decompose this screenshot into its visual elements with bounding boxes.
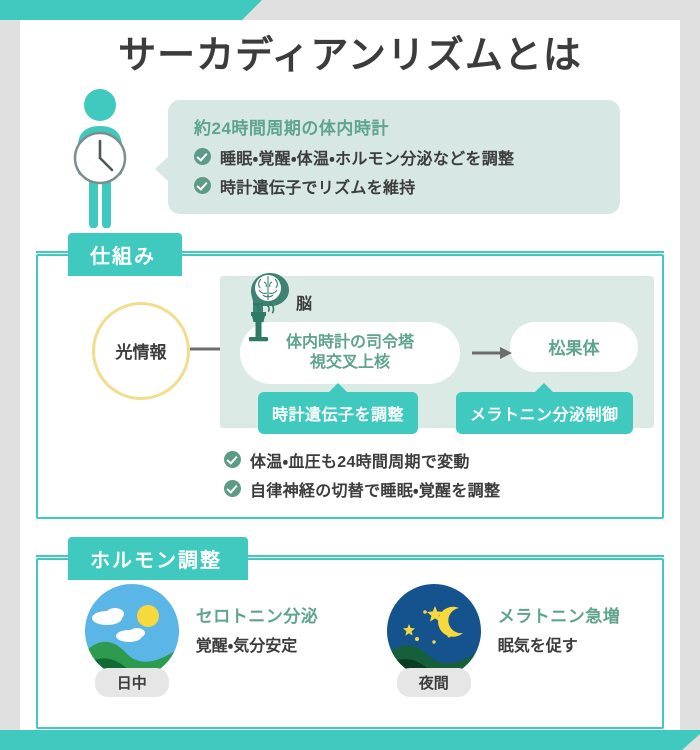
bottom-decorative-band <box>0 730 700 750</box>
day-title: セロトニン分泌 <box>195 606 319 626</box>
night-badge: 夜間 <box>396 667 471 697</box>
night-title: メラトニン急増 <box>497 606 621 626</box>
hormone-body: 日中 セロトニン分泌 覚醒・気分安定 <box>36 557 664 729</box>
hero-section: 約24時間周期の体内時計 睡眠・覚醒・体温・ホルモン分泌などを調整 時計遺伝子で… <box>20 88 680 233</box>
mechanism-check-label: 体温・血圧も24時間周期で変動 <box>250 453 470 471</box>
hormone-column-night: 夜間 メラトニン急増 眠気を促す <box>382 583 621 697</box>
section-tag-hormone: ホルモン調整 <box>68 536 248 580</box>
mechanism-body: 光情報 <box>36 253 664 519</box>
melatonin-control-pill: メラトニン分泌制御 <box>456 382 633 434</box>
check-circle-icon <box>224 451 241 469</box>
bubble-item-label: 睡眠・覚醒・体温・ホルモン分泌などを調整 <box>220 150 515 168</box>
arrow-scn-to-pineal-icon <box>472 346 512 365</box>
page-title: サーカディアンリズムとは <box>118 35 582 77</box>
mechanism-check-label: 自律神経の切替で睡眠・覚醒を調整 <box>250 482 501 500</box>
clock-gene-pill: 時計遺伝子を調整 <box>258 382 419 434</box>
hormone-column-day: 日中 セロトニン分泌 覚醒・気分安定 <box>80 583 319 697</box>
scn-line-1: 体内時計の司令塔 <box>285 333 414 351</box>
scn-node: 体内時計の司令塔 視交叉上核 <box>240 321 460 384</box>
mechanism-flow-diagram: 光情報 <box>48 272 654 434</box>
divider <box>36 554 664 557</box>
daytime-landscape-icon <box>84 583 179 678</box>
section-tag-mechanism: 仕組み <box>68 232 182 276</box>
scn-line-2: 視交叉上核 <box>309 353 390 371</box>
hormone-section: ホルモン調整 <box>36 536 664 729</box>
list-item: 自律神経の切替で睡眠・覚醒を調整 <box>224 477 652 501</box>
hormone-columns: 日中 セロトニン分泌 覚醒・気分安定 <box>48 574 652 703</box>
list-item: 時計遺伝子でリズムを維持 <box>194 174 602 198</box>
mechanism-section: 仕組み 光情報 <box>36 232 664 519</box>
night-text-group: メラトニン急増 眠気を促す <box>498 602 621 656</box>
pineal-gland-node: 松果体 <box>510 321 638 372</box>
night-scene-group: 夜間 <box>382 583 486 697</box>
light-info-node: 光情報 <box>92 301 190 400</box>
bubble-item-label: 時計遺伝子でリズムを維持 <box>220 179 416 197</box>
hormone-header-row: ホルモン調整 <box>36 536 664 580</box>
day-subtitle: 覚醒・気分安定 <box>195 637 298 655</box>
check-circle-icon <box>194 177 211 195</box>
intro-speech-bubble: 約24時間周期の体内時計 睡眠・覚醒・体温・ホルモン分泌などを調整 時計遺伝子で… <box>155 99 620 214</box>
brain-label: 脳 <box>296 295 313 313</box>
check-circle-icon <box>224 480 241 498</box>
mechanism-header-row: 仕組み <box>36 232 664 276</box>
list-item: 体温・血圧も24時間周期で変動 <box>224 448 652 472</box>
mechanism-check-list: 体温・血圧も24時間周期で変動 自律神経の切替で睡眠・覚醒を調整 <box>48 448 652 501</box>
night-subtitle: 眠気を促す <box>497 637 578 655</box>
control-tower-icon <box>244 301 278 351</box>
day-scene-group: 日中 <box>80 583 184 697</box>
divider <box>36 250 664 253</box>
person-with-clock-icon <box>60 88 140 229</box>
bubble-heading: 約24時間周期の体内時計 <box>194 118 389 138</box>
list-item: 睡眠・覚醒・体温・ホルモン分泌などを調整 <box>194 145 602 169</box>
night-landscape-icon <box>386 583 481 678</box>
check-circle-icon <box>194 148 211 166</box>
top-decorative-band <box>0 0 262 20</box>
day-badge: 日中 <box>94 667 169 697</box>
day-text-group: セロトニン分泌 覚醒・気分安定 <box>196 602 319 656</box>
content-card: サーカディアンリズムとは 約24時間周期の体内時計 睡眠・覚醒・体温・ホルモン分… <box>20 20 680 730</box>
